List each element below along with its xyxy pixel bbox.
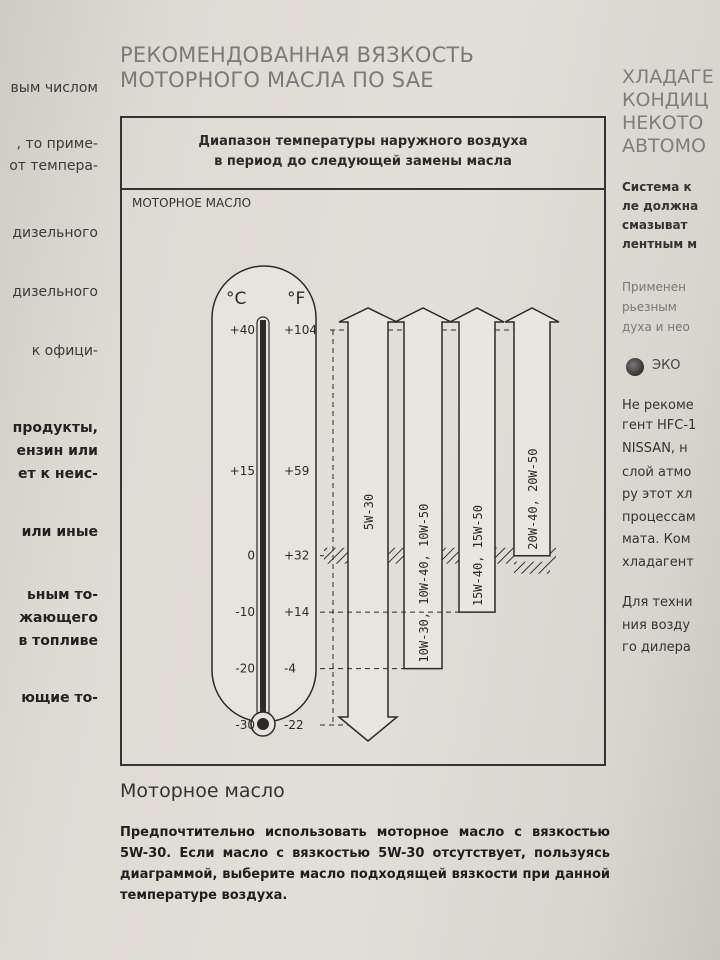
unit-fahrenheit: °F xyxy=(287,289,305,309)
tick-label-fahrenheit: +14 xyxy=(284,605,309,619)
right-column-line: АВТОМО xyxy=(622,135,706,157)
right-column-line: слой атмо xyxy=(622,465,692,480)
right-column-line: духа и нео xyxy=(622,320,690,334)
tick-label-fahrenheit: +104 xyxy=(284,323,317,337)
tick-label-celsius: +40 xyxy=(230,323,255,337)
oil-range-arrow-part xyxy=(394,307,452,670)
viscosity-diagram-frame: Диапазон температуры наружного воздуха в… xyxy=(120,116,606,766)
freezing-hatch-band xyxy=(388,547,404,564)
left-column-line: в топливе xyxy=(18,633,98,649)
oil-range-arrow-part: 15W-40, 15W-50 xyxy=(471,505,485,606)
page-title: РЕКОМЕНДОВАННАЯ ВЯЗКОСТЬ МОТОРНОГО МАСЛА… xyxy=(120,43,475,92)
section-paragraph: Предпочтительно использовать моторное ма… xyxy=(120,825,610,903)
right-column-line: мата. Ком xyxy=(622,532,691,547)
left-column-line: вым числом xyxy=(10,80,98,96)
left-column-line: или иные xyxy=(21,524,98,540)
freezing-hatch-band xyxy=(324,547,348,564)
left-column-line: к офици- xyxy=(31,343,98,359)
left-column-line: жающего xyxy=(19,610,98,626)
unit-celsius: °C xyxy=(226,289,246,309)
right-column-line: процессам xyxy=(622,510,696,525)
right-column-line: Применен xyxy=(622,280,686,294)
oil-range-arrow: 20W-40, 20W-50 xyxy=(504,307,560,557)
oil-range-arrow-part: 10W-30, 10W-40, 10W-50 xyxy=(417,504,431,663)
section-heading: Моторное масло xyxy=(120,780,285,802)
engine-oil-label: МОТОРНОЕ МАСЛО xyxy=(132,196,252,210)
frame-header-line-2: в период до следующей замены масла xyxy=(214,154,512,169)
oil-range-arrow-part: 5W-30 xyxy=(362,494,376,530)
freezing-hatch-band xyxy=(550,547,556,564)
left-column-line: ет к неис- xyxy=(18,466,98,482)
thermometer-bulb xyxy=(257,718,269,730)
right-column-line: ния возду xyxy=(622,618,691,633)
globe-icon xyxy=(626,358,644,376)
tick-label-fahrenheit: -4 xyxy=(284,662,296,676)
oil-range-arrow: 10W-30, 10W-40, 10W-50 xyxy=(394,307,452,670)
right-column-line: лентным м xyxy=(622,237,698,251)
oil-range-arrow: 15W-40, 15W-50 xyxy=(449,307,505,613)
left-column-line: , то приме- xyxy=(16,136,98,152)
right-column-line: Система к xyxy=(622,180,692,194)
right-column-line: НЕКОТО xyxy=(622,112,704,134)
right-column-line: го дилера xyxy=(622,640,691,655)
right-column-line: ле должна xyxy=(622,199,699,213)
right-column-line: ХЛАДАГЕ xyxy=(622,66,714,88)
frame-header-line-1: Диапазон температуры наружного воздуха xyxy=(198,134,528,149)
tick-label-celsius: +15 xyxy=(230,464,255,478)
tick-label-fahrenheit: +59 xyxy=(284,464,309,478)
right-column-line: КОНДИЦ xyxy=(622,89,709,111)
right-column-line: смазыват xyxy=(622,218,688,232)
right-column-line: Не рекоме xyxy=(622,398,694,413)
tick-label-fahrenheit: +32 xyxy=(284,549,309,563)
thermometer-mercury xyxy=(260,320,266,718)
frame-header: Диапазон температуры наружного воздуха в… xyxy=(122,118,604,190)
right-column-line: рьезным xyxy=(622,300,677,314)
right-column-line: ру этот хл xyxy=(622,487,693,502)
oil-range-arrow: 5W-30 xyxy=(336,307,400,742)
freezing-hatch-band xyxy=(514,561,550,574)
oil-range-arrow-part xyxy=(504,307,560,557)
right-column-line: NISSAN, н xyxy=(622,441,688,456)
oil-range-arrow-part: 20W-40, 20W-50 xyxy=(526,449,540,550)
left-column-line: ензин или xyxy=(16,443,98,459)
tick-label-celsius: -20 xyxy=(235,662,255,676)
left-column-line: дизельного xyxy=(12,284,98,300)
right-column-line: хладагент xyxy=(622,555,694,570)
right-column-line: гент HFC-1 xyxy=(622,418,697,433)
oil-range-arrow-part xyxy=(449,307,505,613)
freezing-hatch-band xyxy=(442,547,459,564)
tick-label-celsius: 0 xyxy=(247,549,255,563)
left-column-text: вым числом , то приме-от темпера-дизельно… xyxy=(0,0,110,960)
left-column-line: ющие то- xyxy=(21,690,98,706)
oil-range-arrow-part xyxy=(336,307,400,742)
left-column-line: ьным то- xyxy=(26,587,98,603)
tick-label-fahrenheit: -22 xyxy=(284,718,304,732)
right-column-line: ЭКО xyxy=(652,358,681,373)
right-column-line: Для техни xyxy=(622,595,693,610)
tick-label-celsius: -30 xyxy=(235,718,255,732)
left-column-line: продукты, xyxy=(12,420,98,436)
freezing-hatch-band xyxy=(495,547,514,564)
tick-label-celsius: -10 xyxy=(235,605,255,619)
left-column-line: от темпера- xyxy=(9,158,98,174)
left-column-line: дизельного xyxy=(12,225,98,241)
